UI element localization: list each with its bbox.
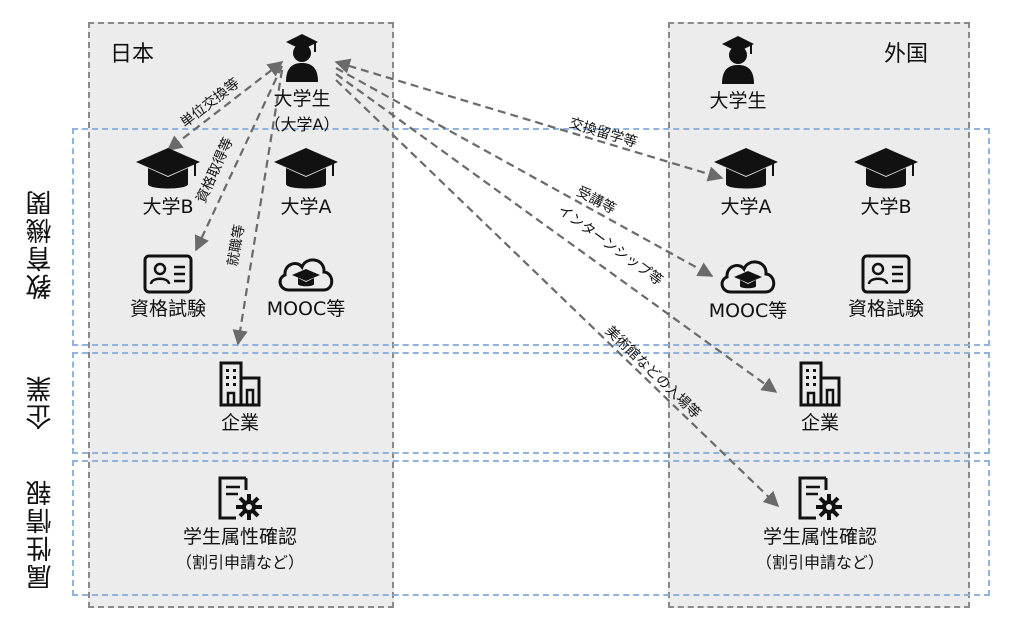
foreign-company-label: 企業 (800, 412, 839, 434)
foreign-univ-b: 大学B (848, 146, 924, 219)
japan-student-label: 大学生 (273, 88, 331, 110)
arrow-qualification (194, 65, 283, 252)
foreign-attr-label: 学生属性確認 (762, 526, 877, 548)
document-gear-icon (798, 476, 842, 520)
japan-student: 大学生 （大学A） (262, 32, 342, 135)
foreign-student-label: 大学生 (709, 90, 767, 112)
foreign-mooc: MOOC等 (698, 252, 798, 323)
japan-title: 日本 (110, 42, 155, 67)
cloud-graduation-icon (720, 260, 776, 294)
foreign-mooc-label: MOOC等 (708, 300, 788, 322)
foreign-univ-a-label: 大学A (720, 196, 772, 218)
graduation-cap-icon (714, 148, 778, 189)
foreign-attr-sub: （割引申請など） (755, 553, 884, 572)
japan-qualification-label: 資格試験 (129, 298, 206, 320)
japan-student-sub: （大学A） (264, 115, 340, 134)
student-icon (286, 34, 318, 82)
japan-mooc-label: MOOC等 (266, 298, 346, 320)
arrow-internship (335, 73, 778, 393)
japan-univ-a: 大学A (268, 146, 344, 219)
id-card-icon (143, 254, 193, 294)
japan-qualification: 資格試験 (118, 254, 218, 321)
graduation-cap-icon (136, 148, 200, 189)
arrow-course (335, 67, 714, 277)
foreign-attr: 学生属性確認 （割引申請など） (730, 474, 910, 573)
foreign-univ-b-label: 大学B (860, 196, 912, 218)
japan-univ-b: 大学B (130, 146, 206, 219)
document-gear-icon (218, 476, 262, 520)
graduation-cap-icon (274, 148, 338, 189)
foreign-student: 大学生 (698, 34, 778, 113)
id-card-icon (861, 254, 911, 294)
attributes-band (72, 460, 990, 596)
foreign-qualification: 資格試験 (836, 254, 936, 321)
arrow-credit-transfer (166, 61, 284, 151)
company-band (72, 352, 990, 454)
foreign-company: 企業 (790, 360, 850, 435)
cloud-graduation-icon (278, 258, 334, 292)
arrow-exchange-study (334, 58, 724, 182)
foreign-univ-a: 大学A (708, 146, 784, 219)
japan-attr: 学生属性確認 （割引申請など） (150, 474, 330, 573)
foreign-qualification-label: 資格試験 (847, 298, 924, 320)
japan-mooc: MOOC等 (256, 250, 356, 321)
japan-company-label: 企業 (220, 412, 259, 434)
student-icon (722, 36, 754, 84)
japan-attr-sub: （割引申請など） (175, 553, 304, 572)
graduation-cap-icon (854, 148, 918, 189)
japan-company: 企業 (210, 360, 270, 435)
foreign-title: 外国 (884, 42, 929, 67)
arrow-museum (335, 79, 780, 508)
japan-attr-label: 学生属性確認 (182, 526, 297, 548)
japan-univ-b-label: 大学B (142, 196, 194, 218)
japan-univ-a-label: 大学A (280, 196, 332, 218)
building-icon (219, 361, 261, 407)
building-icon (799, 361, 841, 407)
arrow-employment (232, 69, 284, 346)
